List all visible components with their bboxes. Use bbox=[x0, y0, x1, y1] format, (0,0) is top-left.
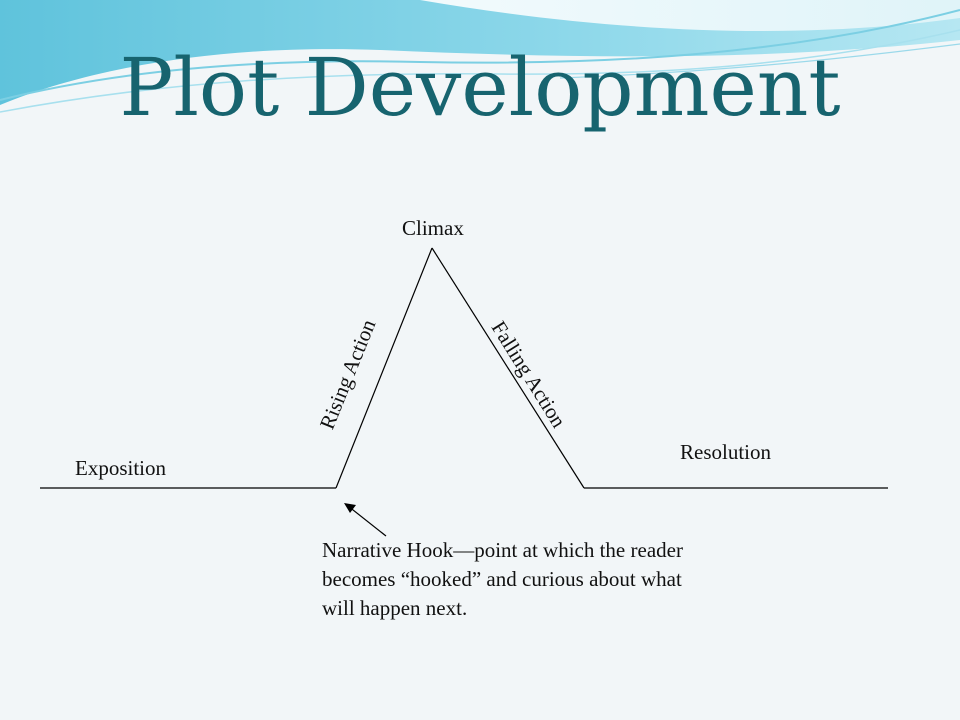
hook-arrow-head bbox=[344, 503, 356, 513]
falling-action-line bbox=[431, 247, 585, 489]
slide-title: Plot Development bbox=[119, 41, 841, 134]
hook-arrow-line bbox=[347, 505, 387, 537]
exposition-label: Exposition bbox=[75, 456, 167, 480]
rising-action-line bbox=[335, 247, 433, 489]
wave-line-3 bbox=[559, 43, 960, 79]
wave-line-1 bbox=[0, 9, 960, 101]
wave-line-2 bbox=[0, 29, 960, 113]
narrative-hook-note: Narrative Hook—point at which the reader… bbox=[322, 538, 683, 620]
resolution-label: Resolution bbox=[680, 440, 772, 464]
wave-band-light bbox=[420, 0, 960, 31]
climax-label: Climax bbox=[402, 216, 464, 240]
decorative-wave-banner bbox=[0, 0, 960, 113]
